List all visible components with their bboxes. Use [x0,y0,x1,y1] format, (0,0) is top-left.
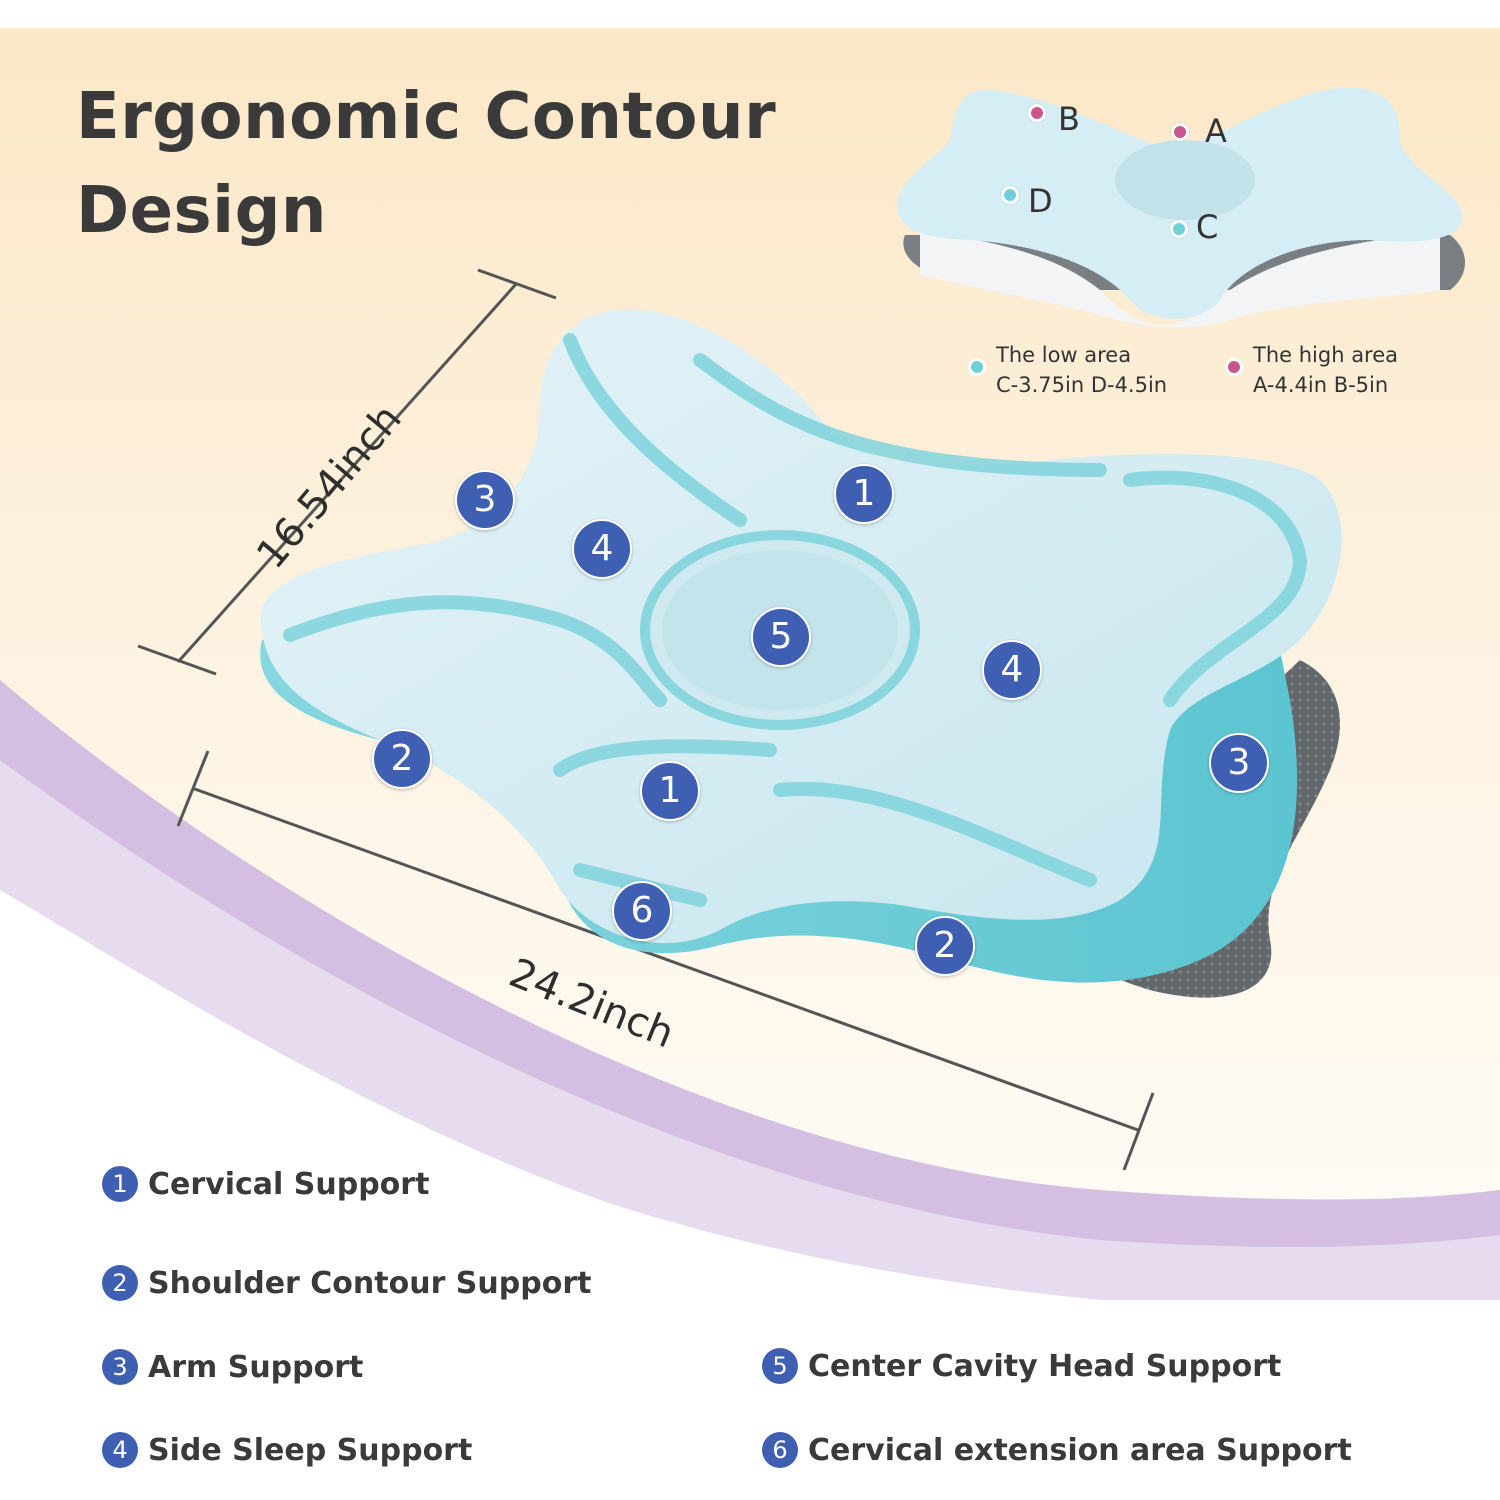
top-border [0,0,1500,28]
callout-cervical-top: 1 [834,464,894,524]
lavender-swoosh-stroke [0,680,1500,1247]
point-c-label: C [1196,208,1219,246]
point-b-label: B [1058,100,1080,138]
title-line-2: Design [76,174,327,248]
callout-shoulder-left: 2 [372,729,432,789]
callout-shoulder-right: 2 [915,916,975,976]
feature-label: Cervical Support [148,1166,430,1202]
legend-low-area: The low area C-3.75in D-4.5in [968,340,1168,400]
feature-label: Center Cavity Head Support [808,1348,1282,1384]
callout-side-left: 4 [572,519,632,579]
point-b-high-dot [1028,104,1046,122]
inset-white-base [920,230,1440,328]
pillow-gel-channels [283,333,1308,907]
callout-center-cavity: 5 [751,607,811,667]
legend-high-values: A-4.4in B-5in [1253,373,1389,397]
feature-cervical-extension-support: 6 Cervical extension area Support [762,1432,1352,1468]
lavender-swoosh [0,680,1500,1312]
legend-high-area: The high area A-4.4in B-5in [1225,340,1399,400]
point-a-high-dot [1171,123,1189,141]
point-d-label: D [1028,182,1053,220]
feature-label: Shoulder Contour Support [148,1265,592,1301]
feature-number-badge: 2 [102,1265,138,1301]
feature-center-cavity-head-support: 5 Center Cavity Head Support [762,1348,1281,1384]
callout-cervical-bottom: 1 [640,761,700,821]
title-line-1: Ergonomic Contour [76,80,777,154]
callout-arm-right: 3 [1209,733,1269,793]
feature-label: Cervical extension area Support [808,1432,1352,1468]
inset-pillow [897,87,1465,328]
legend-low-title: The low area [996,343,1132,367]
feature-label: Arm Support [148,1349,364,1385]
inset-cavity-shade [1115,140,1255,220]
callout-side-right: 4 [982,640,1042,700]
white-wedge [0,890,1500,1500]
legend-high-title: The high area [1253,343,1399,367]
legend-low-dot [968,358,986,376]
point-c-low-dot [1170,220,1188,238]
legend-low-values: C-3.75in D-4.5in [996,373,1168,397]
callout-arm-left: 3 [455,470,515,530]
page-title: Ergonomic Contour Design [76,70,776,258]
width-dimension-line [176,750,1155,1171]
callout-cervical-extension: 6 [612,881,672,941]
feature-side-sleep-support: 4 Side Sleep Support [102,1432,472,1468]
point-d-low-dot [1001,186,1019,204]
depth-dimension-line [137,268,557,676]
feature-number-badge: 6 [762,1432,798,1468]
feature-cervical-support: 1 Cervical Support [102,1166,429,1202]
feature-number-badge: 5 [762,1348,798,1384]
point-a-label: A [1205,112,1227,150]
feature-number-badge: 1 [102,1166,138,1202]
feature-number-badge: 4 [102,1432,138,1468]
feature-shoulder-contour-support: 2 Shoulder Contour Support [102,1265,591,1301]
feature-arm-support: 3 Arm Support [102,1349,363,1385]
feature-number-badge: 3 [102,1349,138,1385]
feature-label: Side Sleep Support [148,1432,473,1468]
legend-high-dot [1225,358,1243,376]
